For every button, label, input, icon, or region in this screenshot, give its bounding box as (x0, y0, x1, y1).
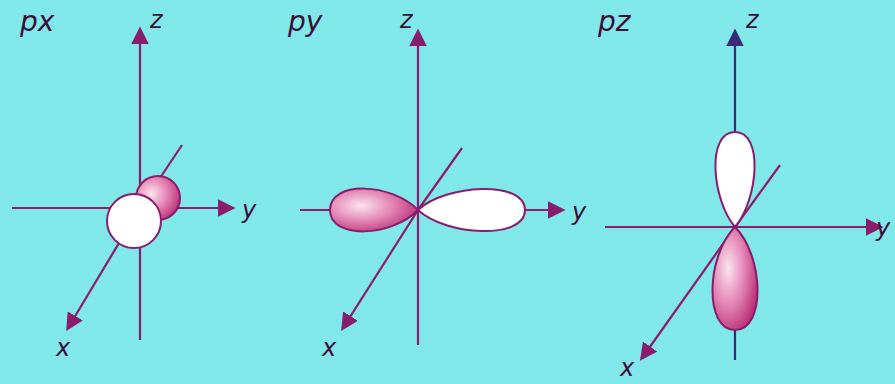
axis-label: y (572, 200, 586, 224)
axis-label: z (746, 8, 759, 32)
axis-label: x (322, 336, 336, 360)
axis-label: z (400, 8, 413, 32)
orbital-label: py (288, 8, 322, 36)
orbital-label: pz (598, 8, 630, 36)
axis-label: x (620, 356, 634, 380)
orbital-label: px (20, 8, 54, 36)
axis-label: z (150, 8, 163, 32)
axis-label: x (56, 336, 70, 360)
axis-label: y (876, 216, 890, 240)
axis-label: y (242, 198, 256, 222)
